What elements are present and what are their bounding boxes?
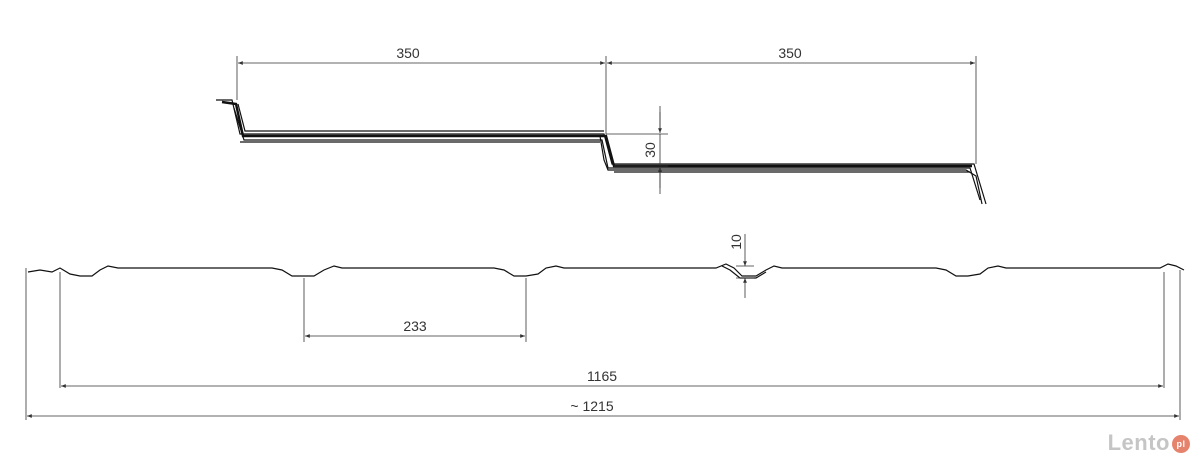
sheet-profile <box>27 263 1185 279</box>
step-profile-section: 350 350 30 <box>216 45 987 205</box>
dimension-label: 1165 <box>587 368 617 384</box>
dimension-1215-total: ~ 1215 <box>27 398 1179 418</box>
dimension-label: 30 <box>642 142 658 158</box>
dimension-350-right: 350 <box>607 45 975 65</box>
dimension-label: 350 <box>778 45 802 61</box>
dimension-label: 233 <box>403 318 427 334</box>
dimension-350-left: 350 <box>238 45 605 65</box>
dimension-233-module: 233 <box>305 318 525 338</box>
watermark-text: Lento <box>1107 430 1170 455</box>
dimension-label: ~ 1215 <box>570 398 613 414</box>
dimension-10-rib: 10 <box>728 234 754 298</box>
dimension-label: 10 <box>728 234 744 250</box>
watermark-badge: pl <box>1172 435 1190 454</box>
dimension-1165-effective: 1165 <box>61 368 1163 388</box>
dimension-30-step: 30 <box>642 112 662 188</box>
sheet-profile-section: 10 233 1165 ~ 1215 <box>25 234 1185 420</box>
step-profile <box>216 99 987 205</box>
dimension-label: 350 <box>396 45 420 61</box>
